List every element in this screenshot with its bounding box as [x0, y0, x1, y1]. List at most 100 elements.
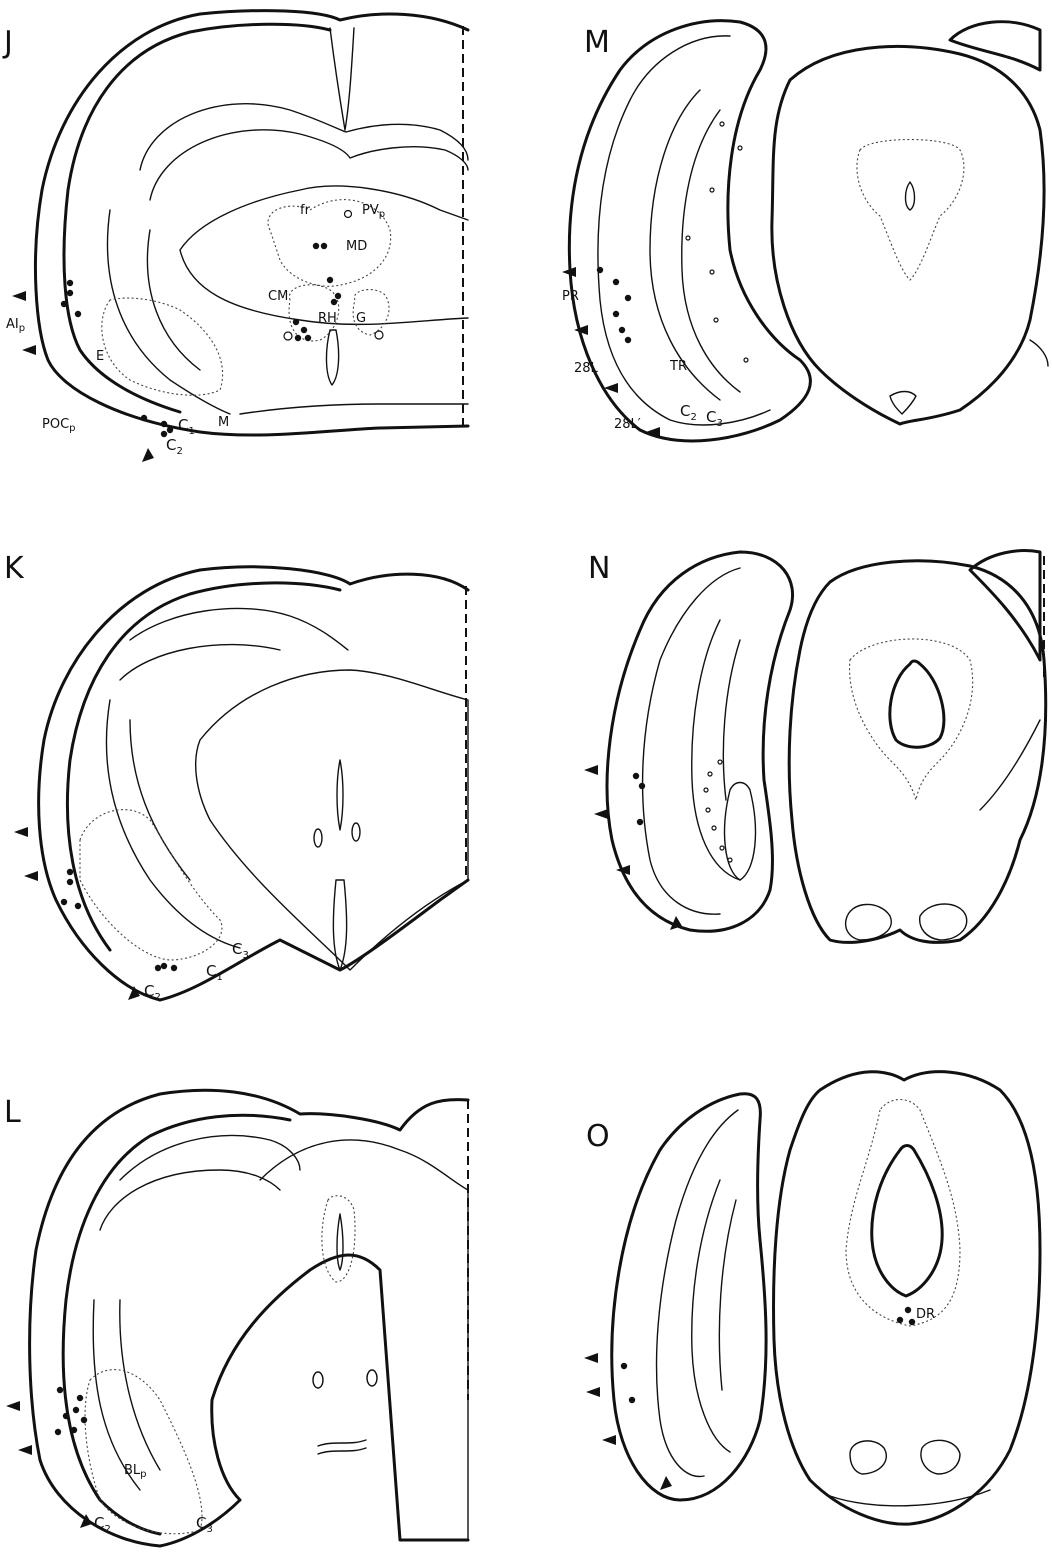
labeled-cell — [171, 965, 177, 971]
panel-letter-j: J — [2, 25, 13, 60]
panel-j-third-ventricle — [326, 330, 338, 385]
arrowhead-marker — [660, 1476, 672, 1490]
labeled-cell — [167, 427, 173, 433]
label-md: MD — [346, 239, 367, 254]
labeled-cell — [625, 295, 631, 301]
panel-m-contralateral — [950, 22, 1040, 70]
panel-o-brainstem — [774, 1072, 1040, 1524]
panel-m-labeled-cells — [597, 267, 631, 343]
panel-l-hippocampus — [93, 1136, 300, 1490]
panel-o-labeled-cells — [621, 1307, 915, 1403]
panel-l-central-grey — [322, 1196, 355, 1282]
panel-m-brainstem — [772, 47, 1044, 424]
panel-l-diencephalon — [260, 1140, 468, 1540]
panel-l: L BLp C2 C3 — [4, 1090, 468, 1546]
open-cell — [706, 808, 710, 812]
panel-n-open-cells — [704, 760, 732, 862]
labeled-cell — [73, 1407, 79, 1413]
panel-k-ventricle — [333, 760, 346, 970]
panel-j-corpus-callosum — [140, 104, 468, 200]
open-cell — [720, 846, 724, 850]
arrowhead-marker — [584, 765, 598, 775]
panel-o-central-grey — [846, 1100, 960, 1327]
labeled-cell — [321, 243, 327, 249]
panel-m-hemisphere — [569, 21, 810, 441]
panel-j-internal-capsule — [108, 210, 231, 414]
panel-n-hemisphere — [607, 552, 792, 931]
labeled-cell — [61, 899, 67, 905]
labeled-cell — [305, 335, 311, 341]
labeled-cell — [295, 335, 301, 341]
labeled-cell — [67, 879, 73, 885]
panel-letter-k: K — [4, 551, 25, 586]
panel-m-pyramid — [890, 392, 916, 415]
open-cell — [708, 772, 712, 776]
label-e: E — [96, 349, 104, 364]
label-c3: C3 — [706, 408, 723, 429]
label-c3: C3 — [232, 940, 249, 961]
open-cell — [720, 122, 724, 126]
labeled-cell — [629, 1397, 635, 1403]
arrowhead-marker — [594, 809, 608, 819]
label-cm: CM — [268, 289, 288, 304]
panel-n-lateral-edge — [980, 720, 1040, 810]
panel-k: K C2 C1 C3 — [4, 551, 468, 1003]
labeled-cell — [67, 280, 73, 286]
panel-l-tract — [313, 1372, 323, 1388]
open-cell — [345, 211, 352, 218]
panel-n-brainstem — [789, 561, 1046, 943]
panel-l-outline — [30, 1090, 468, 1546]
arrowhead-marker — [584, 1353, 598, 1363]
panel-n-hippocampus — [643, 568, 740, 914]
panel-o-pyramids — [830, 1440, 990, 1506]
open-cell — [704, 788, 708, 792]
open-cell — [744, 358, 748, 362]
panel-n-fourth-ventricle — [890, 661, 944, 747]
labeled-cell — [67, 869, 73, 875]
panel-m-aqueduct — [906, 182, 915, 210]
label-rh: RH — [318, 311, 337, 326]
open-cell — [710, 270, 714, 274]
open-cell — [728, 858, 732, 862]
labeled-cell — [293, 319, 299, 325]
panel-l-amygdala-outline — [85, 1370, 202, 1534]
panel-l-decussation — [318, 1440, 366, 1454]
panel-j-ventral-border — [240, 404, 468, 414]
labeled-cell — [335, 293, 341, 299]
label-pr: PR — [562, 289, 579, 304]
labeled-cell — [161, 421, 167, 427]
open-cell — [718, 760, 722, 764]
label-c2: C2 — [680, 402, 697, 423]
labeled-cell — [905, 1307, 911, 1313]
labeled-cell — [313, 243, 319, 249]
panel-k-diencephalon — [196, 670, 468, 970]
panel-m: M PR 28L 28L′ — [562, 21, 1048, 441]
labeled-cell — [637, 819, 643, 825]
panel-n-ventricle — [725, 783, 756, 881]
labeled-cell — [633, 773, 639, 779]
label-c1: C1 — [178, 416, 195, 437]
open-cell — [712, 826, 716, 830]
panel-k-tract — [352, 823, 360, 841]
labeled-cell — [75, 311, 81, 317]
panel-n-contralateral — [970, 551, 1040, 660]
open-cell — [710, 188, 714, 192]
panel-letter-m: M — [584, 25, 610, 60]
open-cell — [714, 318, 718, 322]
labeled-cell — [55, 1429, 61, 1435]
panel-l-aqueduct — [337, 1214, 343, 1270]
labeled-cell — [75, 903, 81, 909]
label-pvp: PVp — [362, 203, 385, 220]
labeled-cell — [619, 327, 625, 333]
arrowhead-marker — [6, 1401, 20, 1411]
open-cell — [738, 146, 742, 150]
arrowhead-marker — [24, 871, 38, 881]
label-c3: C3 — [196, 1514, 213, 1535]
panel-j-nuclei-outline — [102, 200, 391, 396]
label-c2: C2 — [94, 1514, 111, 1535]
arrowhead-marker — [18, 1445, 32, 1455]
label-c1: C1 — [206, 962, 223, 983]
label-pocp: POCp — [42, 417, 76, 434]
label-c2: C2 — [166, 436, 183, 457]
